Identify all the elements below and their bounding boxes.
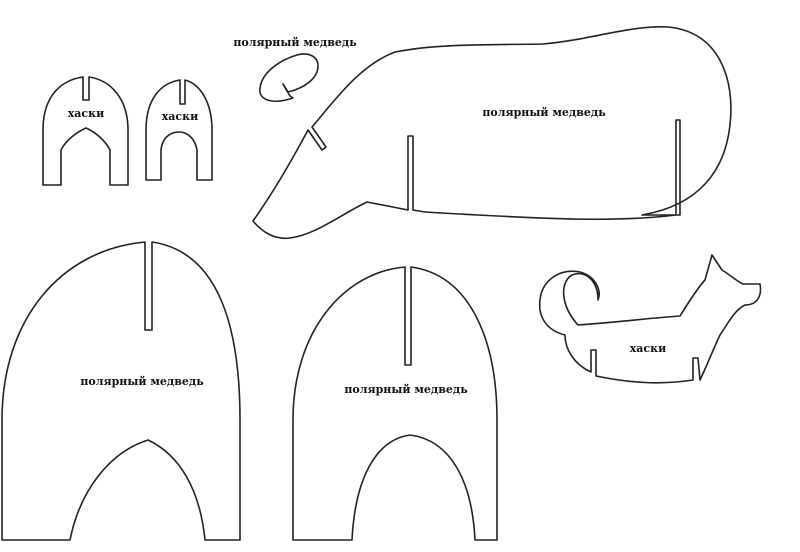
bear-leg-piece-2: полярный медведь: [292, 266, 498, 541]
husky-leg-piece-2: хаски: [145, 79, 213, 181]
bear-ear-label: полярный медведь: [233, 36, 357, 49]
husky-body-piece: хаски: [538, 254, 762, 384]
bear-leg-label-1: полярный медведь: [80, 375, 204, 388]
bear-leg-piece-1: полярный медведь: [1, 241, 241, 541]
husky-leg-label-2: хаски: [162, 110, 199, 123]
husky-leg-piece-1: хаски: [42, 76, 129, 186]
husky-body-label: хаски: [630, 342, 667, 355]
husky-leg-label-1: хаски: [68, 107, 105, 120]
bear-body-piece: полярный медведь: [252, 26, 732, 240]
bear-body-label: полярный медведь: [482, 106, 606, 119]
bear-ear-piece: полярный медведь: [233, 36, 357, 102]
bear-leg-label-2: полярный медведь: [344, 383, 468, 396]
